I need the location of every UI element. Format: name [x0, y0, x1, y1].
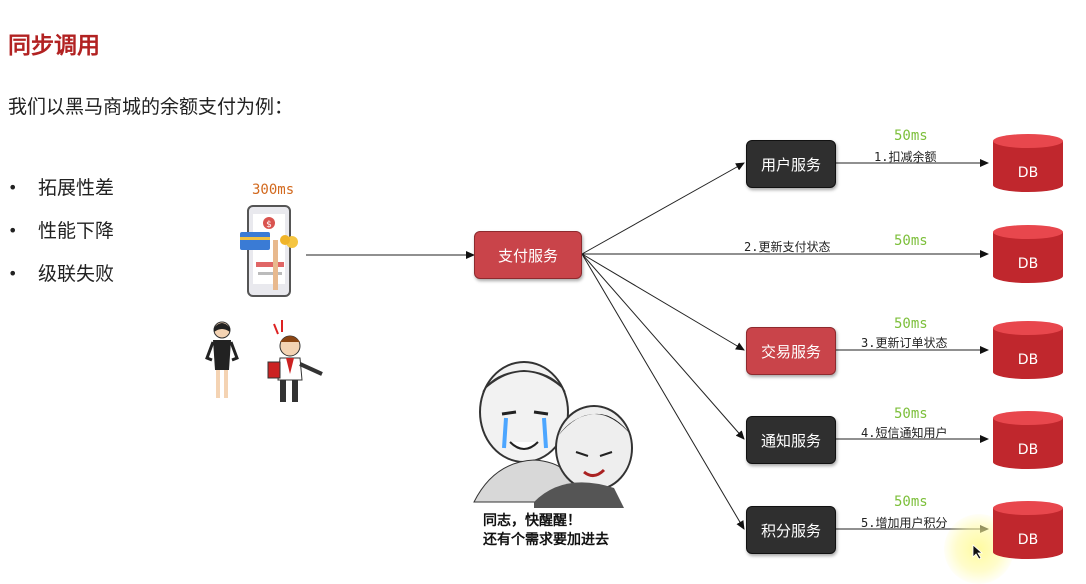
arrow-pay-to-points	[581, 253, 745, 530]
svg-text:$: $	[266, 220, 272, 230]
latency-label: 50ms	[894, 494, 928, 510]
mouse-cursor-icon	[972, 544, 984, 560]
db-label: DB	[1017, 532, 1039, 548]
list-item: • 拓展性差	[8, 176, 114, 219]
user-character-icon	[204, 318, 240, 402]
trade-service-node: 交易服务	[746, 327, 836, 375]
bullet-mark: •	[8, 178, 18, 197]
total-latency: 300ms	[252, 182, 295, 198]
arrow-pay-to-notify	[581, 253, 745, 440]
arrow-pay-to-trade	[581, 253, 745, 351]
call-label: 5.增加用户积分	[861, 516, 948, 530]
bullet-text: 拓展性差	[38, 177, 115, 199]
db-label: DB	[1017, 442, 1039, 458]
latency-label: 50ms	[894, 233, 928, 249]
database-icon: DB	[992, 410, 1064, 470]
meme-caption-line: 还有个需求要加进去	[483, 532, 609, 548]
latency-label: 50ms	[894, 316, 928, 332]
db-label: DB	[1017, 165, 1039, 181]
latency-label: 50ms	[894, 406, 928, 422]
notify-service-node: 通知服务	[746, 416, 836, 464]
db-label: DB	[1017, 256, 1039, 272]
meme-caption: 同志，快醒醒！ 还有个需求要加进去	[483, 512, 609, 550]
call-label: 2.更新支付状态	[744, 240, 831, 254]
user-service-node: 用户服务	[746, 140, 836, 188]
bullet-text: 级联失败	[38, 263, 115, 285]
call-label: 3.更新订单状态	[861, 336, 948, 350]
database-icon: DB	[992, 224, 1064, 284]
call-label: 4.短信通知用户	[861, 426, 948, 440]
bullet-mark: •	[8, 264, 18, 283]
list-item: • 级联失败	[8, 262, 114, 305]
list-item: • 性能下降	[8, 219, 114, 262]
database-icon: DB	[992, 320, 1064, 380]
page-subtitle: 我们以黑马商城的余额支付为例：	[8, 96, 294, 118]
points-service-node: 积分服务	[746, 506, 836, 554]
latency-label: 50ms	[894, 128, 928, 144]
meme-caption-line: 同志，快醒醒！	[483, 513, 581, 529]
meme-illustration	[464, 352, 648, 508]
database-icon: DB	[992, 133, 1064, 193]
call-label: 1.扣减余额	[874, 150, 937, 164]
db-label: DB	[1017, 352, 1039, 368]
angry-boss-icon	[262, 318, 328, 404]
pay-service-node: 支付服务	[474, 231, 582, 279]
phone-payment-illustration: $	[240, 204, 304, 300]
page-title: 同步调用	[8, 33, 100, 59]
database-icon: DB	[992, 500, 1064, 560]
problem-list: • 拓展性差 • 性能下降 • 级联失败	[8, 176, 114, 305]
bullet-text: 性能下降	[38, 220, 115, 242]
bullet-mark: •	[8, 221, 18, 240]
arrow-pay-to-user	[581, 162, 745, 255]
